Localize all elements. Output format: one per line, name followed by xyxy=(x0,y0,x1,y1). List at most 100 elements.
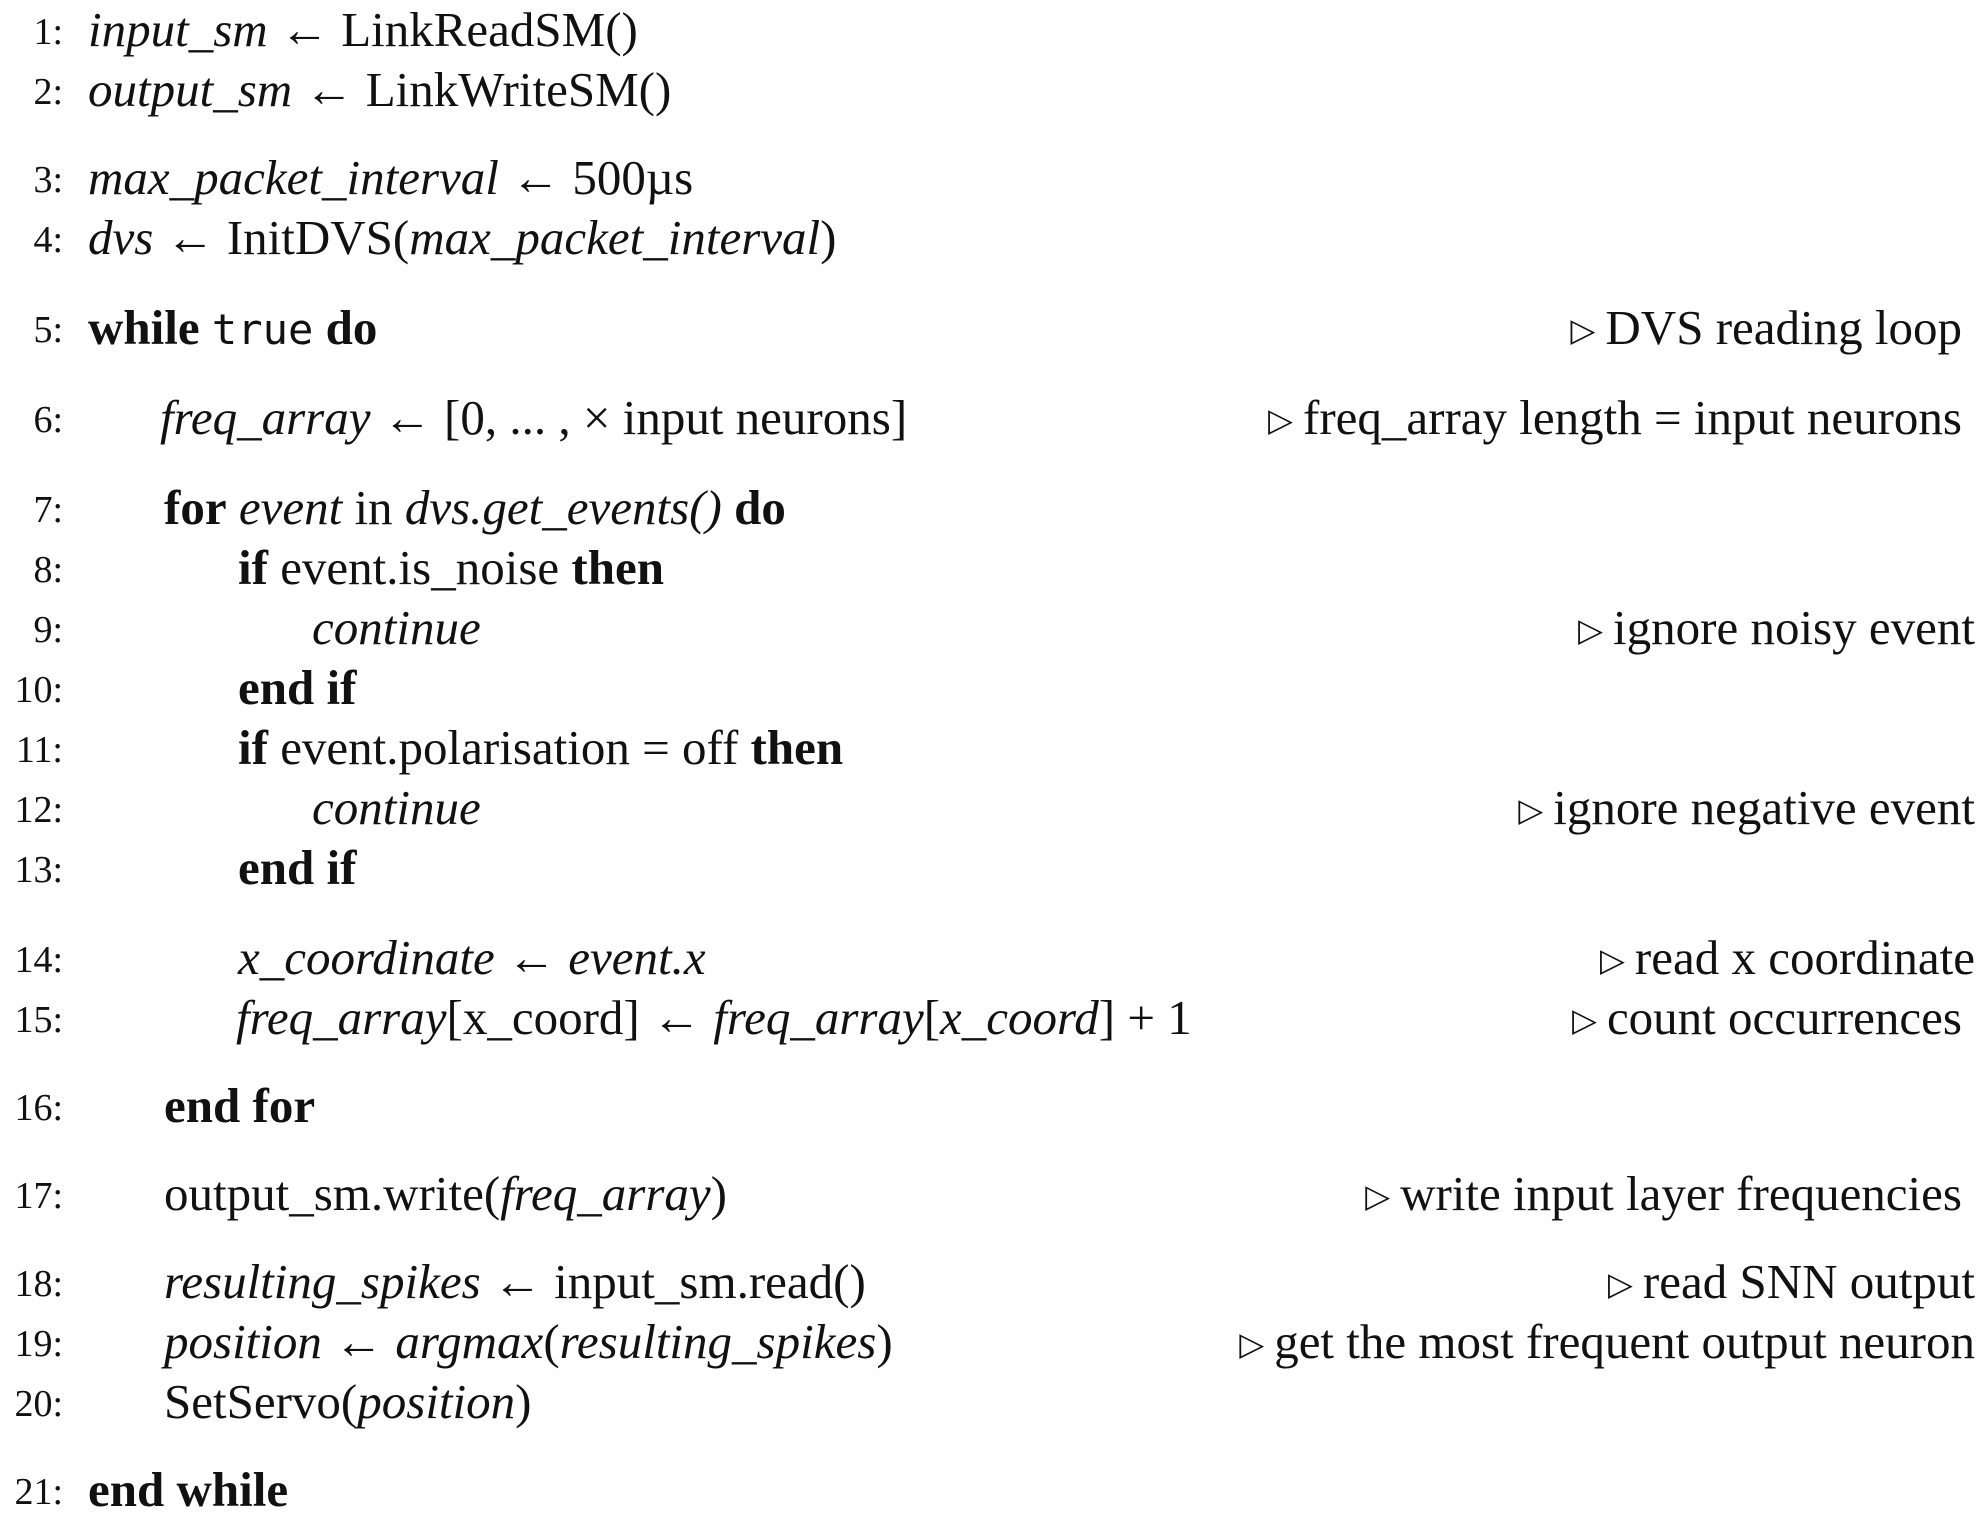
code-text: ← [0, ... , × input neurons] xyxy=(370,390,908,445)
line-comment: ▷read x coordinate xyxy=(1600,928,1975,993)
variable-name: event xyxy=(238,480,343,535)
algorithm-line: 8:if event.is_noise then xyxy=(0,538,1988,598)
comment-triangle-icon: ▷ xyxy=(1268,402,1293,438)
code-text: ← InitDVS( xyxy=(153,210,410,265)
line-number: 10: xyxy=(14,669,63,711)
comment-text: ignore noisy event xyxy=(1613,600,1975,655)
algorithm-line: 1:input_sm ← LinkReadSM() xyxy=(0,0,1988,60)
keyword: end if xyxy=(238,840,357,895)
comment-triangle-icon: ▷ xyxy=(1239,1326,1265,1362)
variable-name: max_packet_interval xyxy=(409,210,821,265)
code-statement: for event in dvs.get_events() do xyxy=(164,478,786,538)
comment-text: read SNN output xyxy=(1642,1254,1975,1309)
comment-triangle-icon: ▷ xyxy=(1608,1266,1633,1302)
code-statement: freq_array ← [0, ... , × input neurons] xyxy=(160,388,907,448)
line-number: 13: xyxy=(14,849,63,891)
line-comment: ▷ freq_array length = input neurons xyxy=(1268,388,1962,453)
variable-name: freq_array xyxy=(160,390,371,445)
code-text: [x_coord] ← xyxy=(446,990,714,1045)
keyword: if xyxy=(238,720,268,775)
code-statement: SetServo(position) xyxy=(164,1372,532,1432)
code-statement: end if xyxy=(238,838,356,898)
line-number: 3: xyxy=(33,159,63,201)
comment-text: ignore negative event xyxy=(1553,780,1975,835)
algorithm-line: 10: end if xyxy=(0,658,1988,718)
keyword: while xyxy=(88,300,200,355)
code-statement: continue xyxy=(312,778,481,838)
line-number: 11: xyxy=(15,729,63,771)
code-statement: end while xyxy=(88,1460,288,1520)
code-text: ) xyxy=(876,1314,893,1369)
variable-name: argmax xyxy=(395,1314,544,1369)
keyword: end if xyxy=(238,660,357,715)
variable-name: input_sm xyxy=(88,2,268,57)
comment-triangle-icon: ▷ xyxy=(1365,1178,1391,1214)
algorithm-line: 4: dvs ← InitDVS(max_packet_interval) xyxy=(0,208,1988,268)
code-text: ) xyxy=(820,210,837,265)
comment-triangle-icon: ▷ xyxy=(1570,312,1596,348)
code-statement: max_packet_interval ← 500µs xyxy=(88,148,693,208)
code-statement: freq_array[x_coord] ← freq_array[x_coord… xyxy=(236,988,1192,1048)
variable-name: max_packet_interval xyxy=(88,150,499,205)
line-number: 16: xyxy=(14,1087,63,1129)
line-number: 20: xyxy=(14,1383,63,1425)
code-text: [ xyxy=(923,990,941,1045)
keyword: for xyxy=(164,480,227,535)
code-statement: input_sm ← LinkReadSM() xyxy=(88,0,638,60)
code-text xyxy=(200,300,212,355)
comment-text: write input layer frequencies xyxy=(1400,1166,1962,1221)
variable-name: continue xyxy=(312,780,481,835)
line-comment: ▷count occurrences xyxy=(1572,988,1962,1053)
code-text: ( xyxy=(543,1314,560,1369)
code-text: SetServo( xyxy=(164,1374,358,1429)
code-text: ← xyxy=(494,930,569,985)
keyword: do xyxy=(734,480,786,535)
code-text: event.is_noise xyxy=(267,540,572,595)
code-statement: output_sm ← LinkWriteSM() xyxy=(88,60,671,120)
line-number: 4: xyxy=(33,219,63,261)
line-number: 18: xyxy=(14,1263,63,1305)
algorithm-line: 21: end while xyxy=(0,1460,1988,1520)
variable-name: position xyxy=(357,1374,516,1429)
line-number: 14: xyxy=(14,939,63,981)
line-number: 2: xyxy=(33,71,63,113)
algorithm-line: 12:continue▷ignore negative event xyxy=(0,778,1988,838)
algorithm-line: 7:for event in dvs.get_events() do xyxy=(0,478,1988,538)
comment-text: count occurrences xyxy=(1606,990,1962,1045)
variable-name: freq_array xyxy=(713,990,924,1045)
comment-triangle-icon: ▷ xyxy=(1600,942,1625,978)
code-statement: continue xyxy=(312,598,481,658)
code-statement: resulting_spikes ← input_sm.read() xyxy=(164,1252,866,1312)
keyword: then xyxy=(571,540,664,595)
comment-text: freq_array length = input neurons xyxy=(1303,390,1962,445)
line-number: 9: xyxy=(33,609,63,651)
line-comment: ▷ignore noisy event xyxy=(1578,598,1975,663)
variable-name: resulting_spikes xyxy=(559,1314,877,1369)
line-comment: ▷DVS reading loop xyxy=(1571,298,1962,363)
algorithm-line: 14:x_coordinate ← event.x▷read x coordin… xyxy=(0,928,1988,988)
code-text: ) xyxy=(515,1374,532,1429)
code-text: true xyxy=(211,305,314,354)
code-text: in xyxy=(342,480,405,535)
line-number: 5: xyxy=(33,309,63,351)
variable-name: freq_array xyxy=(236,990,447,1045)
comment-text: get the most frequent output neuron xyxy=(1274,1314,1975,1369)
variable-name: output_sm xyxy=(88,62,293,117)
line-number: 21: xyxy=(14,1471,63,1513)
variable-name: dvs.get_events() xyxy=(404,480,722,535)
code-text: ) xyxy=(710,1166,727,1221)
line-number: 15: xyxy=(14,999,63,1041)
variable-name: dvs xyxy=(88,210,154,265)
code-text: ← xyxy=(321,1314,396,1369)
variable-name: resulting_spikes xyxy=(164,1254,481,1309)
code-text xyxy=(722,480,734,535)
algorithm-line: 6:freq_array ← [0, ... , × input neurons… xyxy=(0,388,1988,448)
algorithm-line: 20: SetServo(position) xyxy=(0,1372,1988,1432)
algorithm-line: 15: freq_array[x_coord] ← freq_array[x_co… xyxy=(0,988,1988,1048)
variable-name: position xyxy=(164,1314,322,1369)
code-statement: if event.is_noise then xyxy=(238,538,664,598)
keyword: if xyxy=(238,540,268,595)
comment-triangle-icon: ▷ xyxy=(1578,612,1604,648)
keyword: end for xyxy=(164,1078,316,1133)
